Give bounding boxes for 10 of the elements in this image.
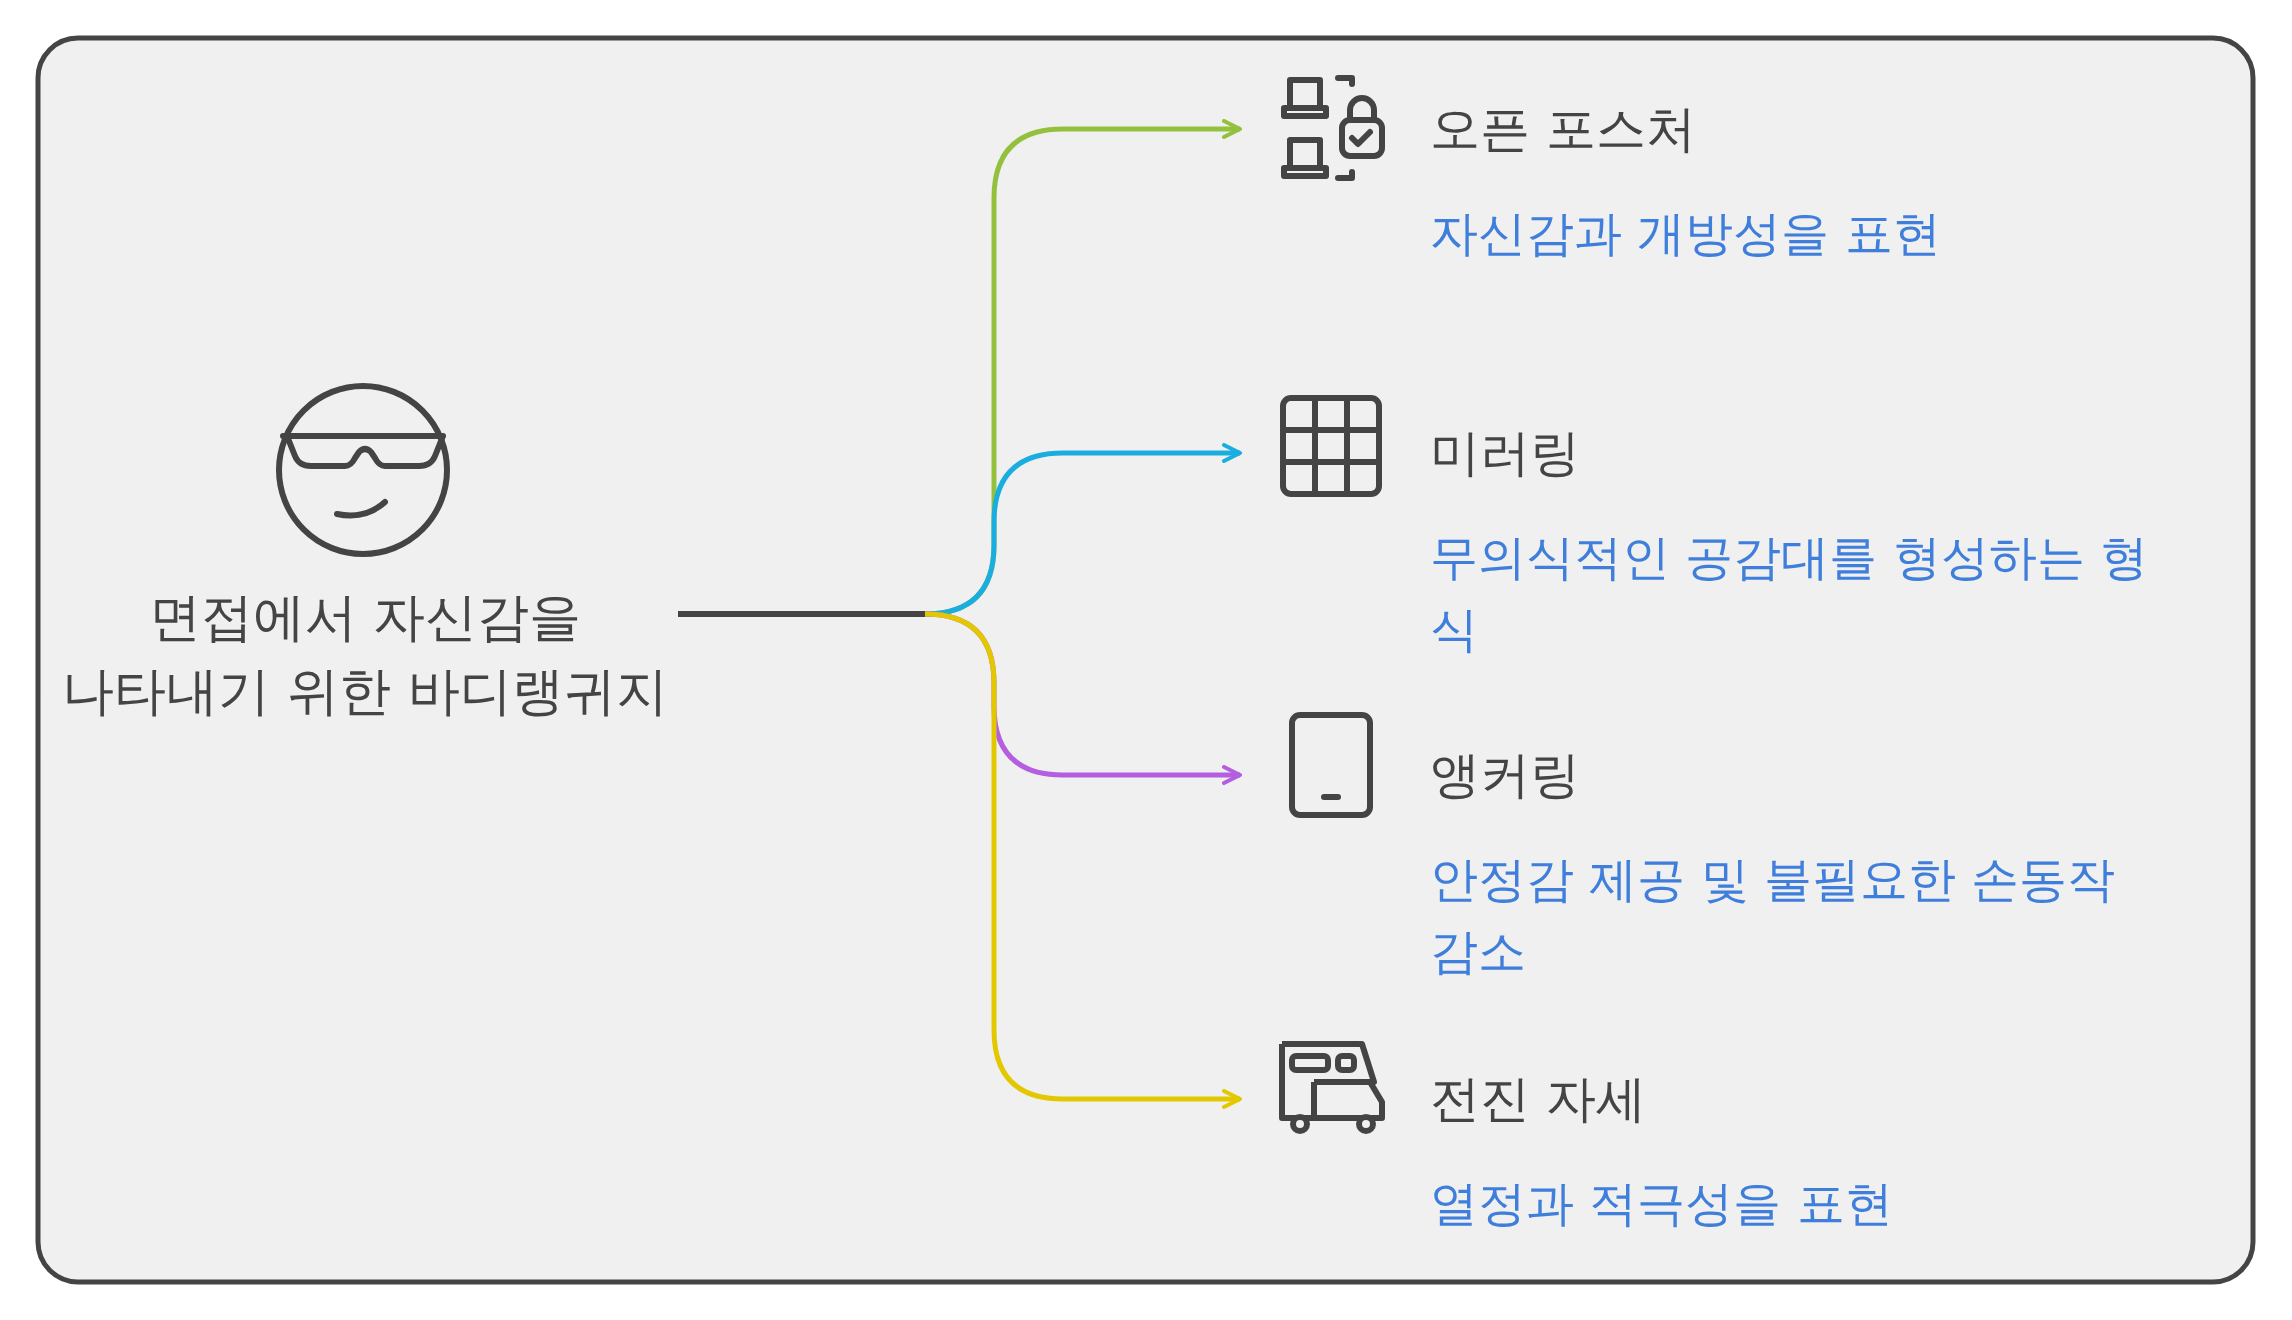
connector-trunk — [678, 611, 925, 617]
item-description: 무의식적인 공감대를 형성하는 형식 — [1430, 528, 2149, 659]
item-title: 전진 자세 — [1430, 1069, 1646, 1130]
item-title: 앵커링 — [1430, 745, 1580, 806]
item-description: 열정과 적극성을 표현 — [1430, 1174, 1894, 1233]
item-title: 미러링 — [1430, 423, 1580, 484]
item-description: 자신감과 개방성을 표현 — [1430, 204, 1942, 263]
node-label: 면접에서 자신감을 나타내기 위한 바디랭귀지 — [61, 586, 669, 723]
item-title: 오픈 포스처 — [1430, 99, 1696, 160]
item-description: 안정감 제공 및 불필요한 손동작 감소 — [1430, 850, 2117, 981]
